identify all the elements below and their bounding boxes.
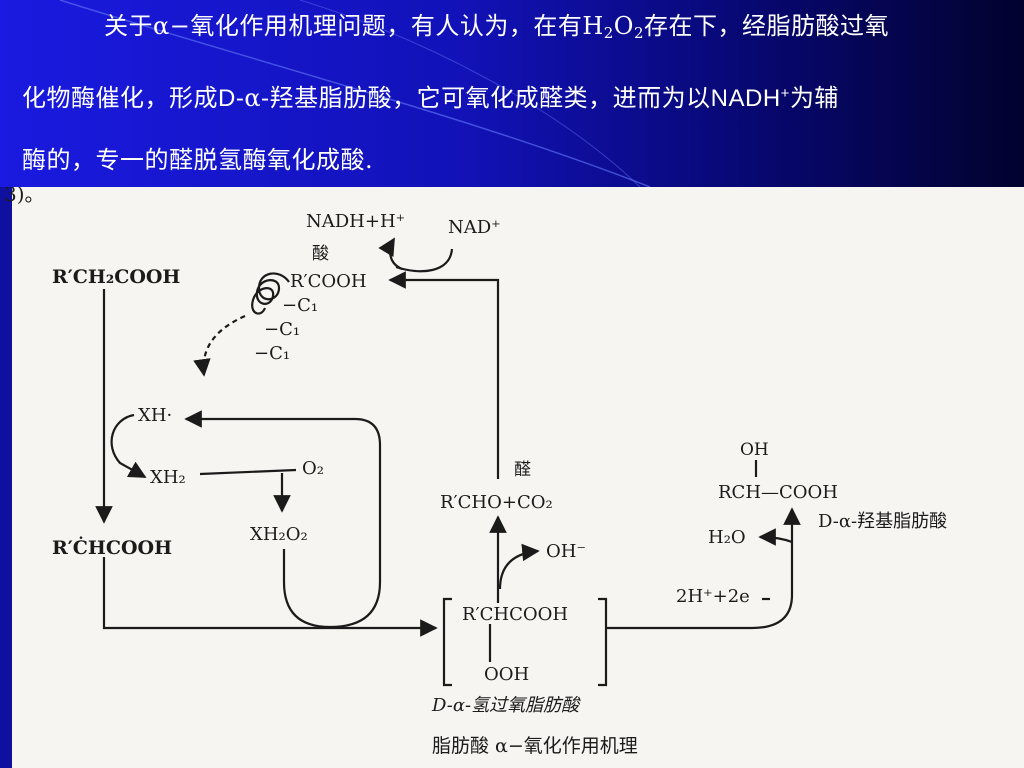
hydroxy-name: D-α-羟基脂肪酸	[818, 511, 947, 532]
electrons-label: 2H⁺+2e	[676, 586, 750, 607]
peroxide-bracket-left	[442, 597, 452, 687]
nad-label: NAD⁺	[448, 217, 501, 238]
c1-label-3: −C₁	[254, 343, 290, 364]
corner-fragment: 3)。	[4, 187, 45, 206]
xh2-o2-line	[199, 468, 297, 476]
hydroxide-label: OH⁻	[546, 541, 586, 562]
recycle-dashed-arrow	[193, 314, 246, 377]
o2-label: O₂	[302, 458, 324, 479]
figure-caption: 脂肪酸 α−氧化作用机理	[432, 735, 638, 757]
water-release-arrow	[758, 528, 793, 546]
aldehyde-caption: 醛	[514, 460, 531, 480]
xh-to-xh2-arrow	[110, 413, 147, 478]
aldehyde-to-acid-arrow	[388, 271, 500, 479]
xh-radical-label: XH·	[138, 405, 172, 426]
scanned-figure	[0, 187, 1024, 768]
hydroxy-oh-label: OH	[740, 440, 769, 460]
peroxide-top-label: R′CHCOOH	[462, 604, 568, 625]
nad-reduction-arrow	[395, 248, 454, 273]
alpha-oxidation-diagram: 3)。 R′CH₂COOH R′ĊHCOOH XH· XH₂ O₂ XH₂O₂ …	[4, 187, 947, 757]
radical-label: R′ĊHCOOH	[52, 536, 172, 559]
radical-to-peroxide-arrow	[102, 557, 438, 637]
decorative-swoosh	[59, 0, 651, 187]
c1-label-2: −C₁	[264, 319, 300, 340]
coil-loop	[251, 272, 290, 315]
banner-line-1: 关于α−氧化作用机理问题，有人认为，在有H2O2存在下，经脂肪酸过氧	[104, 12, 890, 42]
xh2-label: XH₂	[150, 467, 186, 488]
hydroxy-chain-label: RCH—COOH	[718, 482, 838, 503]
hydroxide-release-arrow	[498, 543, 540, 590]
banner-line-3: 酶的，专一的醛脱氢酶氧化成酸.	[22, 146, 374, 174]
peroxide-bottom-label: OOH	[484, 664, 529, 685]
peroxide-name: D-α-氢过氧脂肪酸	[431, 695, 581, 716]
banner-line-2: 化物酶催化，形成D-α-羟基脂肪酸，它可氧化成醛类，进而为以NADH+为辅	[22, 84, 839, 112]
water-label: H₂O	[708, 527, 746, 548]
xh-regeneration-arrow	[184, 410, 382, 449]
header-banner: 关于α−氧化作用机理问题，有人认为，在有H2O2存在下，经脂肪酸过氧 化物酶催化…	[0, 0, 1024, 187]
substrate-label: R′CH₂COOH	[52, 266, 180, 288]
xh2o2-label: XH₂O₂	[250, 524, 308, 545]
aldehyde-label: R′CHO+CO₂	[440, 492, 553, 513]
peroxide-bracket-right	[598, 597, 608, 687]
nadh-label: NADH+H⁺	[306, 211, 405, 232]
c1-label-1: −C₁	[282, 295, 318, 316]
nadh-release-arrow	[378, 237, 403, 271]
peroxide-to-hydroxy-arrow	[606, 507, 801, 630]
acid-label: R′COOH	[290, 271, 367, 292]
acid-caption: 酸	[312, 244, 329, 264]
